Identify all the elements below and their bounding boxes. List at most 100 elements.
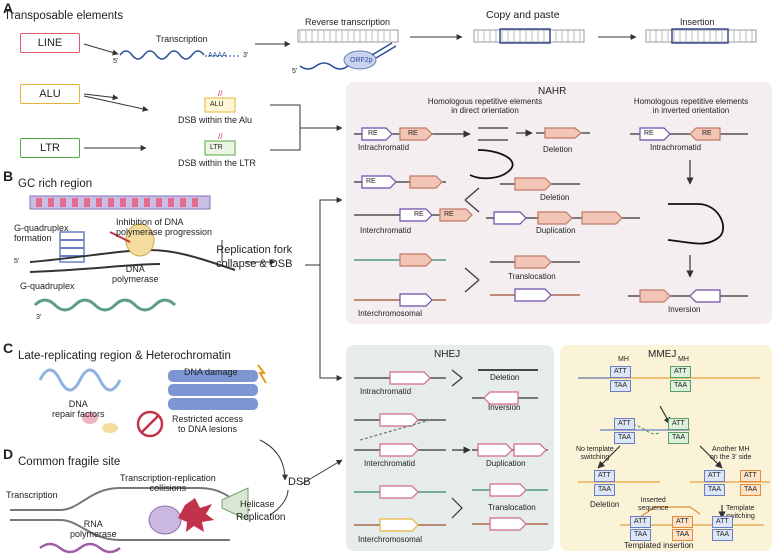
- dna-damage-label: DNA damage: [184, 367, 238, 377]
- taa-box-4: TAA: [668, 432, 690, 444]
- section-a-title: Transposable elements: [4, 10, 124, 22]
- helicase-label: Helicase: [240, 499, 275, 509]
- att-box-1: ATT: [610, 366, 631, 378]
- nahr-title: NAHR: [538, 86, 567, 97]
- nhej-title: NHEJ: [434, 349, 461, 360]
- polya-label: AAAA: [208, 52, 227, 59]
- ltr-box: LTR: [20, 138, 80, 158]
- insertion-label: Insertion: [680, 17, 715, 27]
- nahr-inversion-label: Inversion: [668, 305, 701, 314]
- rna-transcript: [119, 50, 205, 60]
- gq-label: G-quadruplex: [20, 281, 75, 291]
- insertion-dna: [645, 28, 757, 44]
- mmej-title: MMEJ: [648, 349, 677, 360]
- nahr-interchromatid-label: Interchromatid: [360, 226, 412, 235]
- re-label-4: RE: [702, 130, 712, 137]
- taa-box-7: TAA: [740, 484, 762, 496]
- repair-factors-label: DNA repair factors: [52, 399, 105, 419]
- ltr-element: [204, 140, 236, 156]
- rna-polymerase-label: RNA polymerase: [70, 519, 117, 539]
- direct-orientation-label: Homologous repetitive elements in direct…: [427, 97, 543, 115]
- transcription-label: Transcription: [156, 34, 208, 44]
- taa-box-5: TAA: [594, 484, 616, 496]
- nahr-duplication-label: Duplication: [536, 226, 576, 235]
- section-b-letter: B: [3, 168, 14, 184]
- att-box-3: ATT: [614, 418, 635, 430]
- att-box-9: ATT: [672, 516, 693, 528]
- svg-text://: //: [218, 132, 223, 141]
- att-box-7: ATT: [740, 470, 761, 482]
- gq-formation-label: G-quadruplex formation: [14, 223, 69, 243]
- inserted-sequence-label: Inserted sequence: [638, 497, 669, 512]
- re-label-2: RE: [408, 130, 418, 137]
- taa-box-1: TAA: [610, 380, 632, 392]
- restricted-access-label: Restricted access to DNA lesions: [172, 414, 244, 434]
- orf2p-label: ORF2p: [350, 57, 373, 64]
- att-box-10: ATT: [712, 516, 733, 528]
- nhej-interchromatid-label: Interchromatid: [364, 459, 416, 468]
- ltr-dsb-label: DSB within the LTR: [178, 158, 256, 168]
- svg-text://: //: [218, 89, 223, 98]
- inverted-orientation-label: Homologous repetitive elements in invert…: [633, 97, 749, 115]
- g-quadruplex-shape: [59, 231, 85, 263]
- inhibition-label: Inhibition of DNA polymerase progression: [116, 217, 213, 237]
- att-box-5: ATT: [594, 470, 615, 482]
- re-label-7: RE: [444, 211, 454, 218]
- re-label-3: RE: [644, 130, 654, 137]
- section-a-letter: A: [3, 0, 14, 16]
- chromatin-loop: [38, 368, 122, 392]
- nahr-inverted-intrachromatid-label: Intrachromatid: [650, 143, 702, 152]
- nahr-deletion-label: Deletion: [543, 145, 573, 154]
- taa-box-6: TAA: [704, 484, 726, 496]
- copy-paste-label: Copy and paste: [486, 9, 560, 21]
- mmej-panel: [560, 345, 772, 551]
- section-d-title: Common fragile site: [18, 456, 121, 468]
- heterochromatin-stack: [168, 370, 258, 410]
- fork-collapse-label: Replication fork collapse & DSB: [216, 244, 293, 270]
- nahr-deletion2-label: Deletion: [540, 193, 570, 202]
- nahr-panel: [346, 82, 772, 324]
- dsb-label: DSB: [288, 476, 311, 488]
- gc-rich-strip: [29, 195, 211, 210]
- nhej-inversion-label: Inversion: [488, 403, 521, 412]
- reverse-transcription-dna: [297, 29, 399, 70]
- b-five-prime-label: 5': [14, 258, 20, 265]
- three-prime-label: 3': [243, 52, 249, 59]
- replication-label: Replication: [236, 512, 286, 523]
- nahr-translocation-label: Translocation: [508, 272, 556, 281]
- taa-box-2: TAA: [670, 380, 692, 392]
- taa-box-10: TAA: [712, 529, 734, 541]
- nhej-interchromosomal-label: Interchromosomal: [358, 535, 423, 544]
- nhej-intrachromatid-label: Intrachromatid: [360, 387, 412, 396]
- d-transcription-label: Transcription: [6, 490, 58, 500]
- five-prime-label: 5': [113, 58, 119, 65]
- rt-five-prime-label: 5': [292, 68, 298, 75]
- nhej-translocation-label: Translocation: [488, 503, 536, 512]
- no-switching-label: No template switching: [576, 446, 614, 461]
- line-box: LINE: [20, 33, 80, 53]
- alu-dsb-label: DSB within the Alu: [178, 115, 253, 125]
- b-three-prime-label: 3': [36, 314, 42, 321]
- nahr-interchromosomal-label: Interchromosomal: [358, 309, 423, 318]
- taa-box-9: TAA: [672, 529, 694, 541]
- ltr-element-label: LTR: [210, 144, 223, 151]
- att-box-8: ATT: [630, 516, 651, 528]
- taa-box-8: TAA: [630, 529, 652, 541]
- templated-insertion-label: Templated insertion: [624, 541, 694, 550]
- nhej-deletion-label: Deletion: [490, 373, 520, 382]
- section-b-title: GC rich region: [18, 178, 93, 190]
- nahr-intrachromatid-label: Intrachromatid: [358, 143, 410, 152]
- att-box-2: ATT: [670, 366, 691, 378]
- mmej-deletion-label: Deletion: [590, 500, 620, 509]
- section-c-letter: C: [3, 340, 14, 356]
- alu-element: [204, 97, 236, 113]
- re-label-5: RE: [366, 178, 376, 185]
- re-label-6: RE: [414, 211, 424, 218]
- att-box-4: ATT: [668, 418, 689, 430]
- re-label-1: RE: [368, 130, 378, 137]
- dna-polymerase-label: DNA polymerase: [112, 264, 159, 284]
- taa-box-3: TAA: [614, 432, 636, 444]
- copy-paste-dna: [473, 28, 585, 44]
- att-box-6: ATT: [704, 470, 725, 482]
- section-d-letter: D: [3, 446, 14, 462]
